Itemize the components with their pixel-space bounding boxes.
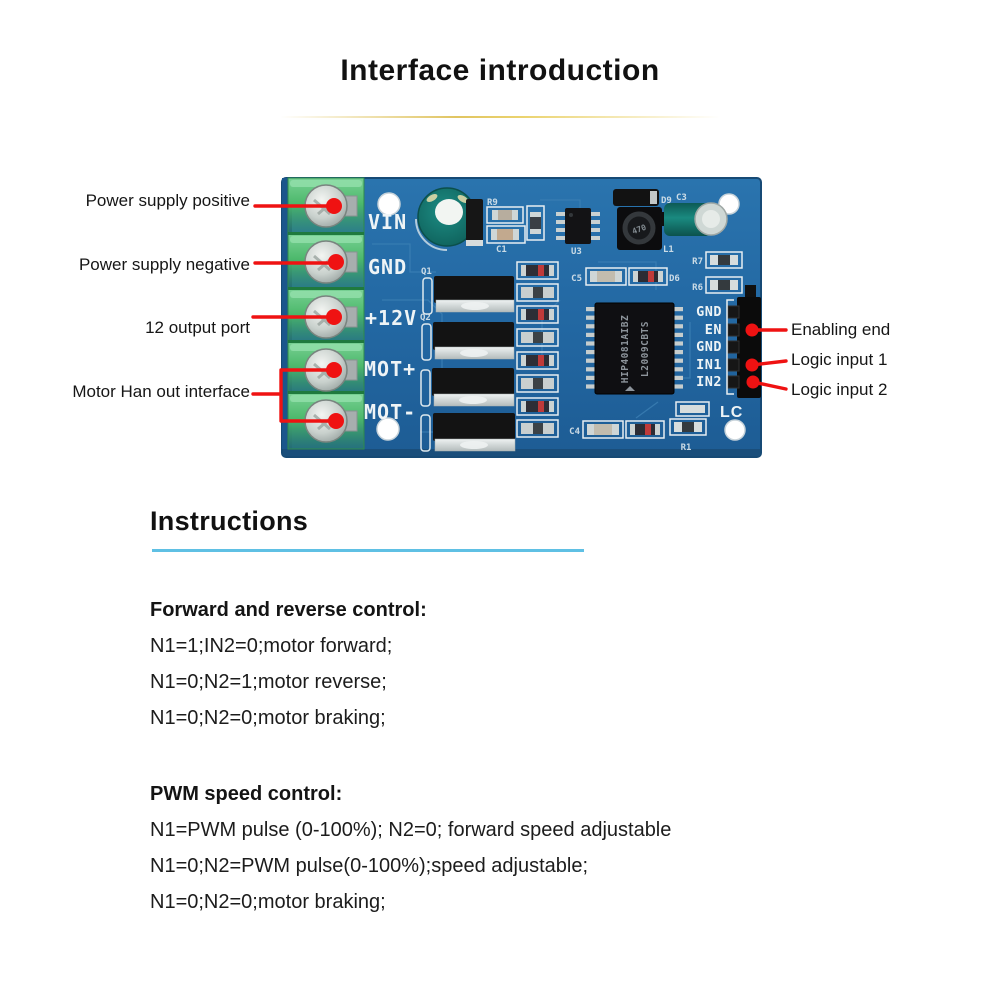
ref-r9: R9 — [487, 198, 498, 208]
ref-l1: L1 — [663, 245, 674, 255]
instructions-section: Instructions Forward and reverse control… — [150, 506, 890, 914]
soic8-chip-u3: U3 — [556, 208, 600, 257]
terminal-blocks — [282, 177, 365, 450]
board-figure: VIN GND +12V MOT+ MOT- R9 — [251, 177, 788, 458]
instruction-line: N1=PWM pulse (0-100%); N2=0; forward spe… — [150, 819, 672, 841]
pcb-board: VIN GND +12V MOT+ MOT- R9 — [281, 177, 762, 458]
pin-label-en: EN — [705, 322, 722, 338]
section-heading-pwm: PWM speed control: — [150, 783, 343, 805]
mosfet-2 — [433, 322, 515, 360]
smd-diode-column — [516, 261, 559, 438]
ref-c5: C5 — [571, 274, 582, 284]
electrolytic-capacitor-large — [415, 187, 477, 251]
callout-label-power-positive: Power supply positive — [85, 191, 250, 210]
ref-d9: D9 — [661, 196, 672, 206]
pin-label-gnd-1: GND — [696, 304, 722, 320]
inductor-l1: 470 L1 — [617, 207, 674, 255]
instruction-line: N1=0;N2=1;motor reverse; — [150, 671, 387, 693]
driver-ic-chip: HIP4081AIBZ L2009CBTS — [586, 302, 683, 395]
electrolytic-capacitor-c3: C3 — [660, 193, 728, 236]
terminal-label-12v: +12V — [365, 306, 417, 330]
pin-label-gnd-2: GND — [696, 339, 722, 355]
ref-q1: Q1 — [421, 267, 432, 277]
terminal-label-motp: MOT+ — [364, 357, 416, 381]
mounting-hole-bottom-right — [724, 419, 746, 441]
mounting-hole-bottom-left — [376, 417, 400, 441]
callout-label-logic-input-1: Logic input 1 — [791, 350, 888, 369]
diode-vertical — [466, 199, 483, 246]
terminal-silkscreen-labels: VIN GND +12V MOT+ MOT- — [364, 210, 417, 424]
smd-row-c5-d6: C5 D6 — [571, 267, 680, 286]
smd-resistor-r7: R7 — [692, 251, 743, 269]
ref-q2: Q2 — [420, 313, 431, 323]
ref-c1: C1 — [496, 245, 507, 255]
mosfet-4 — [433, 413, 516, 452]
pin-header: GND EN GND IN1 IN2 — [696, 285, 761, 398]
smd-resistor-r6: R6 — [692, 276, 743, 294]
diode-d9: D9 — [613, 189, 672, 206]
ref-r6: R6 — [692, 283, 703, 293]
terminal-dividers — [288, 232, 364, 394]
gold-divider — [280, 116, 720, 118]
callout-label-logic-input-2: Logic input 2 — [791, 380, 888, 399]
ref-u3: U3 — [571, 247, 582, 257]
pin-label-in2: IN2 — [696, 374, 722, 390]
callout-bracket-motor — [251, 368, 338, 423]
smd-resistor-group-r9: R9 C1 — [486, 198, 545, 255]
section-heading-forward-reverse: Forward and reverse control: — [150, 599, 427, 621]
callout-label-power-negative: Power supply negative — [78, 255, 250, 274]
mounting-holes — [376, 192, 746, 441]
mounting-hole-top-left — [377, 192, 401, 216]
page-title: Interface introduction — [340, 54, 660, 87]
instruction-line: N1=0;N2=PWM pulse(0-100%);speed adjustab… — [150, 855, 589, 877]
ref-r7: R7 — [692, 257, 703, 267]
instructions-heading: Instructions — [150, 506, 309, 536]
terminal-label-gnd: GND — [368, 255, 407, 279]
mosfet-1 — [434, 276, 515, 313]
callout-label-enabling-end: Enabling end — [791, 320, 891, 339]
callout-label-motor-interface: Motor Han out interface — [72, 382, 250, 401]
instructions-underline — [152, 549, 584, 552]
callout-label-output-port: 12 output port — [145, 318, 250, 337]
terminal-label-motm: MOT- — [364, 400, 416, 424]
ref-c4: C4 — [569, 427, 580, 437]
ic-part-number: HIP4081AIBZ — [620, 315, 631, 383]
ref-r1: R1 — [681, 443, 692, 453]
ref-c3: C3 — [676, 193, 687, 203]
instruction-line: N1=0;N2=0;motor braking; — [150, 891, 386, 913]
pin-label-in1: IN1 — [696, 357, 722, 373]
ref-d6: D6 — [669, 274, 680, 284]
instruction-line: N1=1;IN2=0;motor forward; — [150, 635, 393, 657]
callout-dots — [326, 198, 760, 429]
ic-lot-code: L2009CBTS — [640, 321, 651, 377]
instruction-line: N1=0;N2=0;motor braking; — [150, 707, 386, 729]
mosfet-stack: Q1 Q2 — [420, 267, 516, 452]
pin-header-bracket — [726, 299, 734, 395]
brand-logo: LC — [720, 404, 743, 421]
smd-row-bottom: C4 R1 LC — [569, 401, 743, 453]
mosfet-3 — [432, 368, 515, 407]
terminal-label-vin: VIN — [368, 210, 407, 234]
